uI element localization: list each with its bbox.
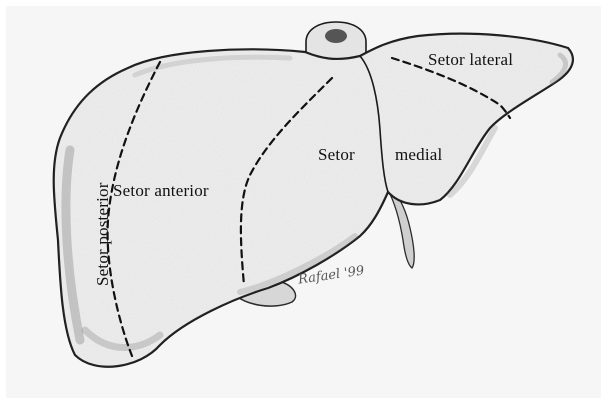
label-posterior-sector: Setor posterior	[93, 182, 113, 286]
label-lateral-sector: Setor lateral	[428, 50, 513, 70]
label-medial-sector-word2: medial	[395, 145, 442, 165]
label-medial-sector-word1: Setor	[318, 145, 355, 165]
vena-cava-lumen	[325, 29, 347, 43]
label-anterior-sector: Setor anterior	[113, 181, 209, 201]
